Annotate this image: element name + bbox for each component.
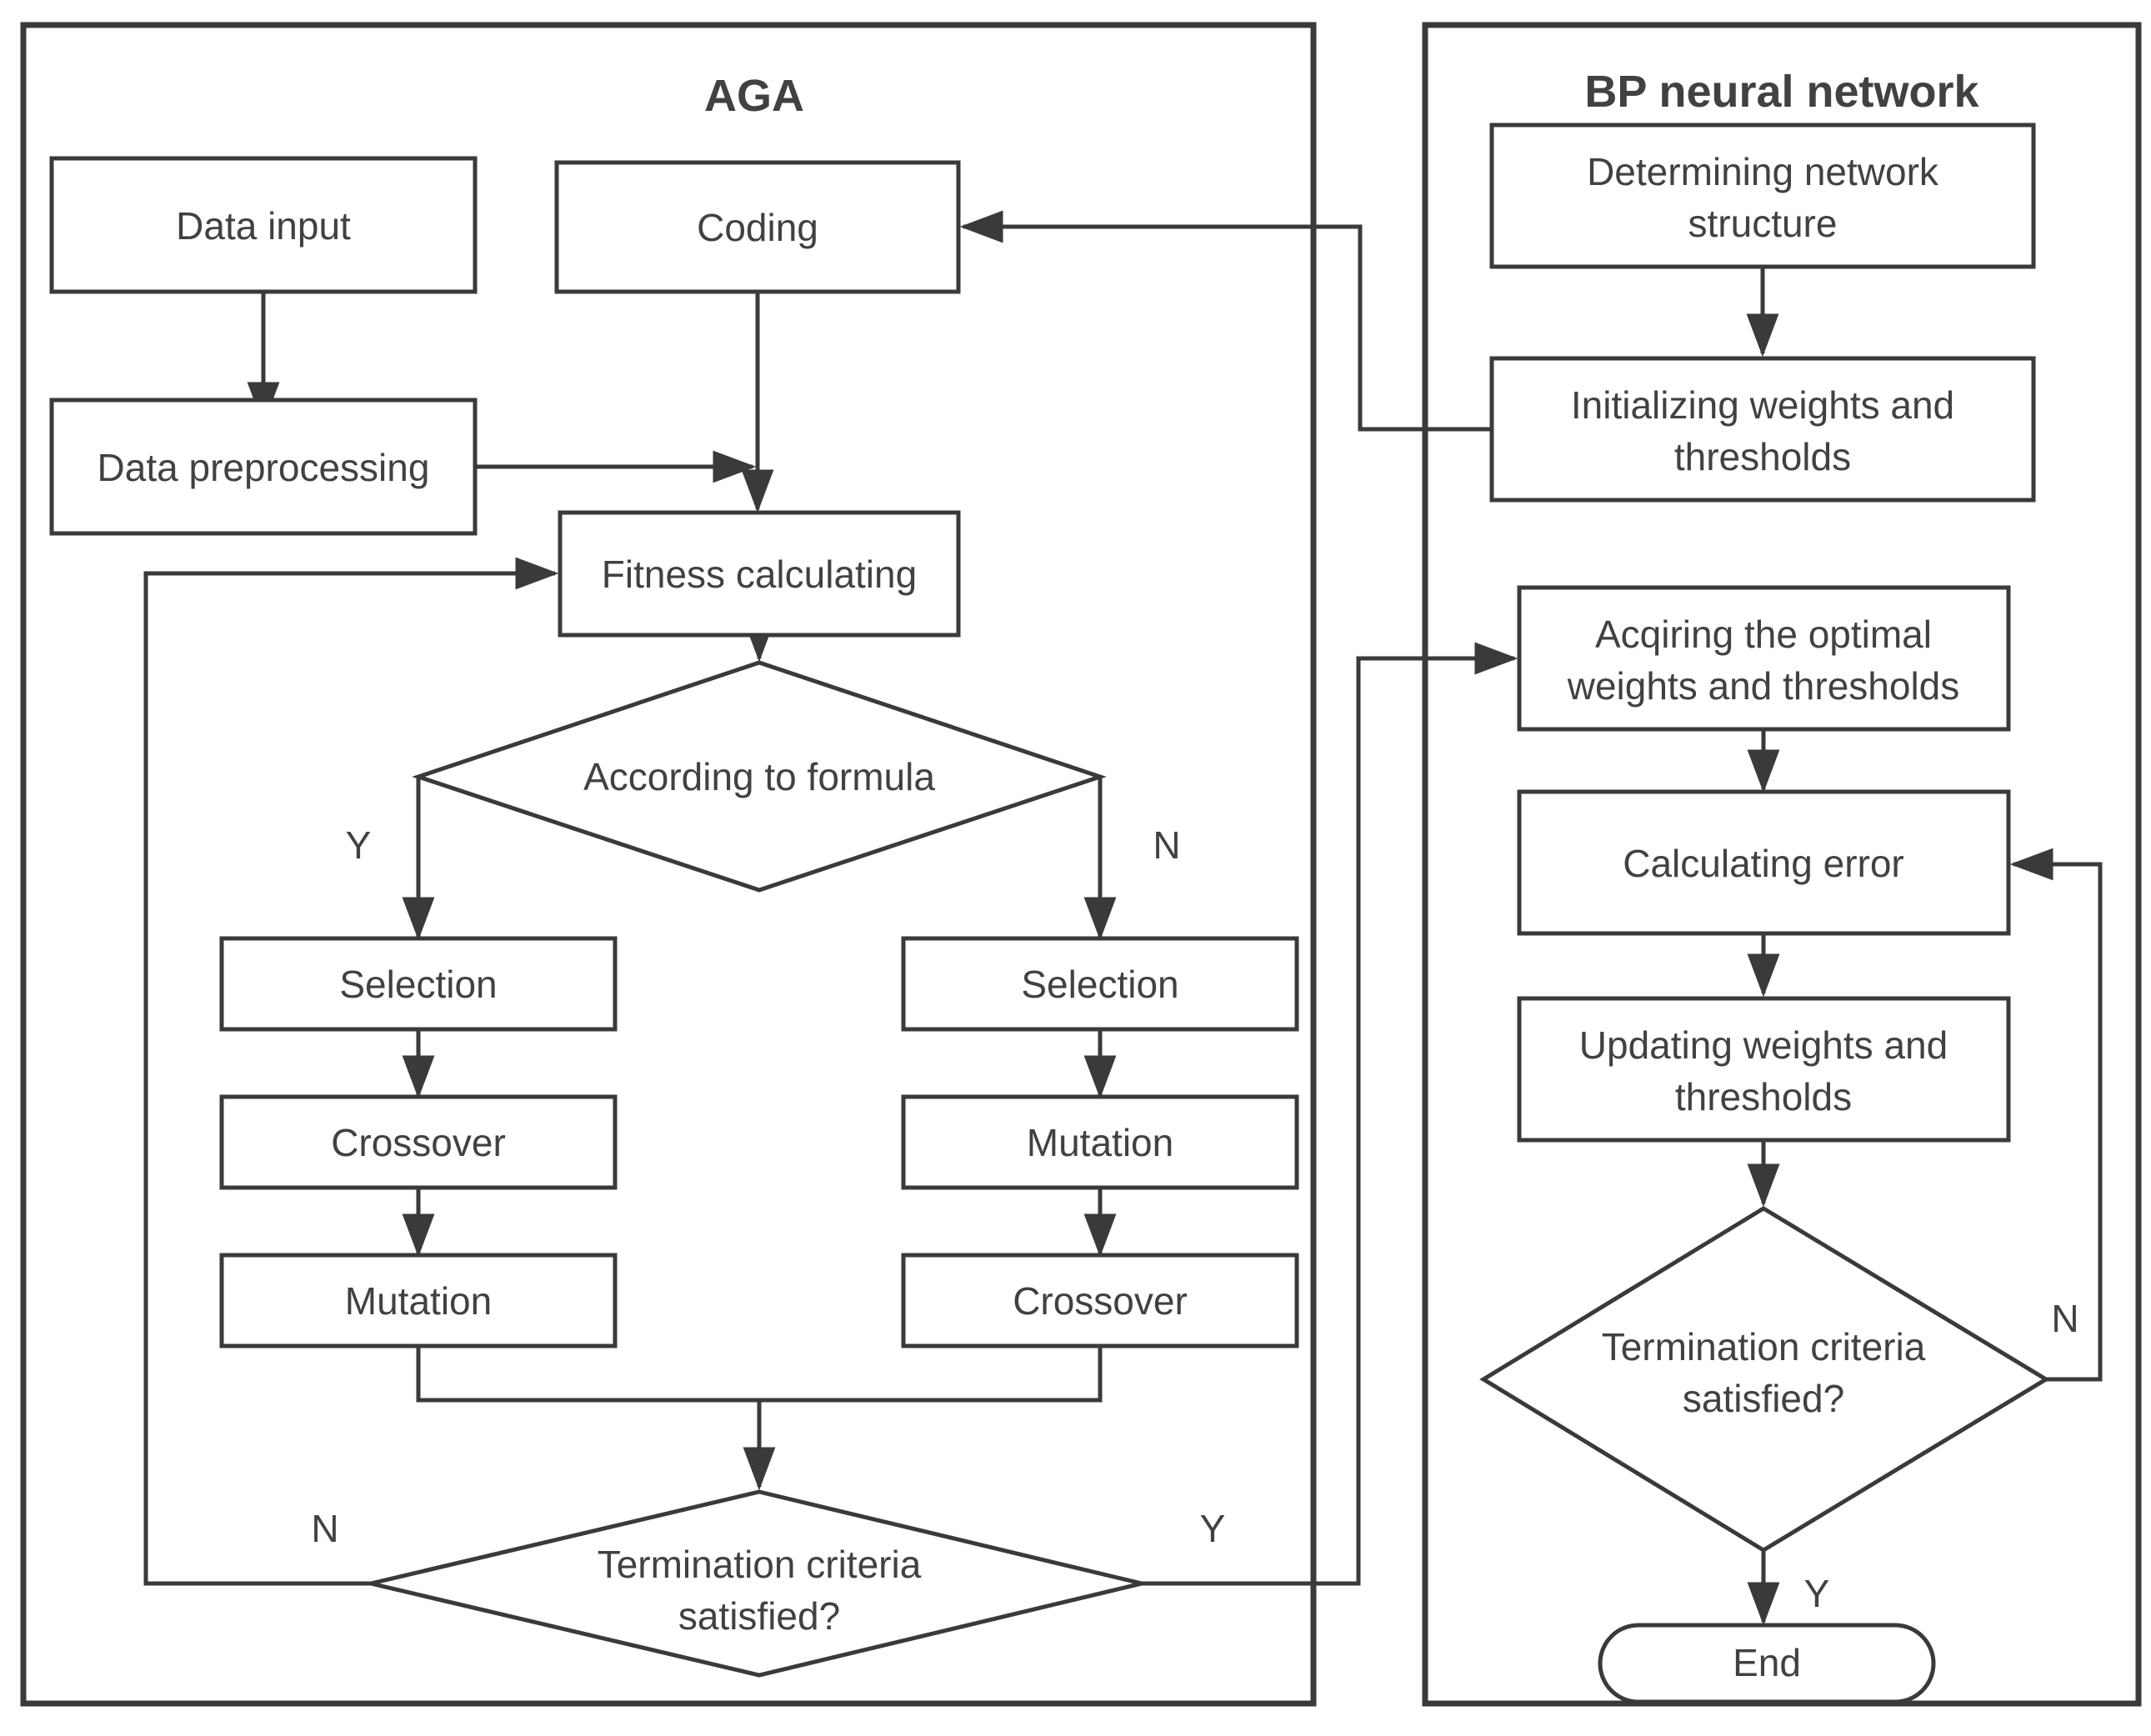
node-selection-right-label: Selection [1021,963,1178,1006]
node-mutation-left-label: Mutation [345,1279,492,1323]
decision-termination-aga-line2: satisfied? [678,1594,840,1638]
node-updating-weights-line2: thresholds [1675,1075,1852,1118]
node-acquiring-weights [1517,585,2011,732]
decision-termination-bp-line2: satisfied? [1683,1377,1844,1420]
node-mutation-left [219,1253,618,1348]
node-selection-right [901,936,1299,1032]
decision-termination-aga [370,1489,1143,1678]
node-data-input-label: Data input [176,204,351,248]
node-selection-left-label: Selection [339,963,497,1006]
node-mutation-right [901,1094,1299,1190]
aga-panel [20,22,1317,1707]
node-determining-structure [1489,123,2036,269]
node-calculating-error-label: Calculating error [1623,842,1903,885]
connector-branch-merge [416,1346,1103,1403]
label-termination-aga-yes: Y [1200,1507,1226,1550]
node-data-preprocessing [49,398,478,536]
node-acquiring-weights-line1: Acqiring the optimal [1595,613,1932,656]
label-termination-bp-no: N [2051,1297,2078,1340]
node-coding [554,160,961,294]
node-crossover-left-label: Crossover [331,1121,506,1164]
node-mutation-right-label: Mutation [1027,1121,1173,1164]
node-end-label: End [1733,1641,1801,1684]
bp-title: BP neural network [1584,67,1979,117]
node-coding-label: Coding [697,206,818,249]
decision-termination-bp-line1: Termination criteria [1602,1325,1926,1368]
aga-title: AGA [704,71,804,121]
node-initializing-weights-line1: Initializing weights and [1571,383,1954,427]
label-formula-yes: Y [346,823,372,867]
connector-bp-termination-no-loop [2009,848,2103,1382]
node-updating-weights [1517,996,2011,1143]
decision-termination-bp [1479,1206,2050,1553]
node-initializing-weights-line2: thresholds [1674,435,1851,478]
connector-termination-yes-to-acquiring [1142,642,1518,1586]
node-end [1598,1623,1936,1704]
node-acquiring-weights-line2: weights and thresholds [1567,664,1960,708]
node-determining-structure-line1: Determining network [1587,150,1939,193]
label-termination-bp-yes: Y [1804,1572,1830,1615]
node-crossover-right [901,1253,1299,1348]
node-fitness-calculating-label: Fitness calculating [602,553,917,596]
node-crossover-right-label: Crossover [1013,1279,1188,1323]
node-crossover-left [219,1094,618,1190]
connector-termination-no-loop-to-fitness [143,557,559,1586]
label-termination-aga-no: N [311,1507,338,1550]
decision-termination-aga-line1: Termination criteria [598,1543,922,1586]
node-initializing-weights [1489,356,2036,503]
node-data-preprocessing-label: Data preprocessing [98,446,430,489]
node-data-input [49,156,478,294]
connector-initializing-to-coding [959,210,1492,432]
node-determining-structure-line2: structure [1688,202,1838,245]
node-calculating-error [1517,789,2011,936]
decision-according-to-formula [412,660,1107,893]
node-updating-weights-line1: Updating weights and [1579,1023,1948,1067]
decision-according-to-formula-label: According to formula [583,755,935,798]
node-fitness-calculating [558,510,961,638]
label-formula-no: N [1153,823,1180,867]
node-selection-left [219,936,618,1032]
